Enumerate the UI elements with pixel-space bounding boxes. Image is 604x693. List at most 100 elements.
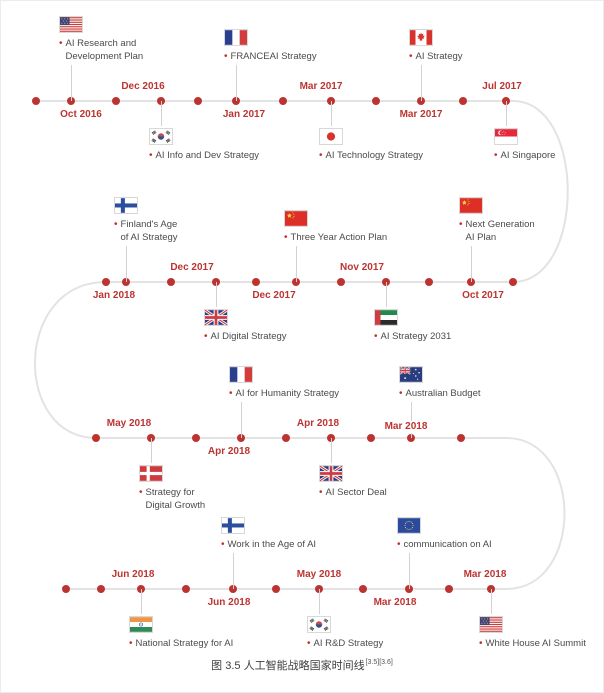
flag-fr-icon (229, 366, 253, 383)
event-label: •AI Sector Deal (319, 486, 387, 499)
event-label: •White House AI Summit (479, 637, 586, 650)
event-date: Jun 2018 (205, 597, 253, 609)
bullet-icon: • (114, 219, 118, 230)
bullet-icon: • (229, 388, 233, 399)
event-card: •AI Sector Deal (319, 465, 387, 499)
event-date: Jan 2018 (90, 290, 138, 302)
bullet-icon: • (374, 331, 378, 342)
event-card: •AI for Humanity Strategy (229, 366, 339, 400)
event-label-text: AI Sector Deal (325, 487, 387, 498)
timeline-dot (445, 585, 453, 593)
timeline-dot (32, 97, 40, 105)
timeline-dot (194, 97, 202, 105)
event-date: Mar 2017 (397, 109, 445, 121)
event-date: May 2018 (294, 569, 344, 581)
event-stem (70, 65, 72, 101)
bullet-icon: • (129, 638, 133, 649)
event-label: •Work in the Age of AI (221, 538, 316, 551)
event-label: •AI Singapore (494, 149, 555, 162)
bullet-icon: • (319, 487, 323, 498)
bullet-icon: • (221, 539, 225, 550)
flag-gb-icon (204, 309, 228, 326)
event-card: •AI Digital Strategy (204, 309, 287, 343)
caption-text: 图 3.5 人工智能战略国家时间线 (211, 660, 365, 672)
timeline-dot (407, 434, 415, 442)
event-date: Jun 2018 (109, 569, 157, 581)
event-date: Dec 2016 (119, 81, 167, 93)
timeline-dot (237, 434, 245, 442)
bullet-icon: • (494, 150, 498, 161)
event-date: Dec 2017 (168, 262, 216, 274)
event-stem (160, 101, 162, 126)
bullet-icon: • (459, 219, 463, 230)
flag-fr-icon (224, 29, 248, 46)
event-stem (330, 101, 332, 126)
event-label: •AI Research and Development Plan (59, 37, 143, 63)
timeline-path (33, 100, 569, 590)
timeline-dot (367, 434, 375, 442)
event-date: Mar 2018 (371, 597, 419, 609)
event-card: •AI R&D Strategy (307, 616, 383, 650)
event-label: •AI for Humanity Strategy (229, 387, 339, 400)
event-label-text: Australian Budget (405, 388, 481, 399)
event-stem (420, 65, 422, 101)
flag-us-icon (59, 16, 83, 33)
event-date: May 2018 (104, 418, 154, 430)
flag-au-icon (399, 366, 423, 383)
timeline-dot (279, 97, 287, 105)
bullet-icon: • (399, 388, 403, 399)
event-label: •AI Strategy (409, 50, 463, 63)
timeline-dot (337, 278, 345, 286)
event-card: •FRANCEAI Strategy (224, 29, 317, 63)
flag-kr-icon (149, 128, 173, 145)
timeline-dot (272, 585, 280, 593)
timeline-dot (405, 585, 413, 593)
event-date: Dec 2017 (250, 290, 298, 302)
event-card: •AI Info and Dev Strategy (149, 128, 259, 162)
event-card: •AI Strategy (409, 29, 463, 63)
timeline-dot (425, 278, 433, 286)
event-label: •Next Generation AI Plan (459, 218, 535, 244)
event-stem (235, 65, 237, 101)
event-label: •AI Technology Strategy (319, 149, 423, 162)
bullet-icon: • (479, 638, 483, 649)
event-stem (490, 589, 492, 614)
flag-gb-icon (319, 465, 343, 482)
bullet-icon: • (204, 331, 208, 342)
event-label: •National Strategy for AI (129, 637, 233, 650)
event-date: Oct 2017 (460, 290, 506, 302)
timeline-dot (112, 97, 120, 105)
event-label-text: AI Strategy (415, 51, 463, 62)
timeline-dot (182, 585, 190, 593)
bullet-icon: • (319, 150, 323, 161)
event-label-text: AI Strategy 2031 (380, 331, 452, 342)
flag-in-icon (129, 616, 153, 633)
event-label-text: Finland's Age of AI Strategy (120, 219, 178, 243)
caption-refs: [3.5][3.6] (365, 659, 393, 667)
timeline-dot (192, 434, 200, 442)
timeline-dot (252, 278, 260, 286)
timeline-dot (372, 97, 380, 105)
timeline-dot (229, 585, 237, 593)
event-label-text: AI for Humanity Strategy (235, 388, 339, 399)
event-stem (140, 589, 142, 614)
event-stem (215, 282, 217, 307)
event-stem (232, 553, 234, 589)
event-label: •Australian Budget (399, 387, 481, 400)
bullet-icon: • (59, 38, 63, 49)
event-label: •AI Info and Dev Strategy (149, 149, 259, 162)
event-stem (408, 553, 410, 589)
timeline-dot (102, 278, 110, 286)
timeline-dot (359, 585, 367, 593)
event-label: •communication on AI (397, 538, 492, 551)
event-stem (295, 246, 297, 282)
event-label-text: Three Year Action Plan (290, 232, 388, 243)
event-label-text: AI Digital Strategy (210, 331, 287, 342)
event-card: •Work in the Age of AI (221, 517, 316, 551)
timeline-dot (167, 278, 175, 286)
bullet-icon: • (139, 487, 143, 498)
event-label: •Strategy for Digital Growth (139, 486, 205, 512)
bullet-icon: • (284, 232, 288, 243)
event-label-text: White House AI Summit (485, 638, 586, 649)
